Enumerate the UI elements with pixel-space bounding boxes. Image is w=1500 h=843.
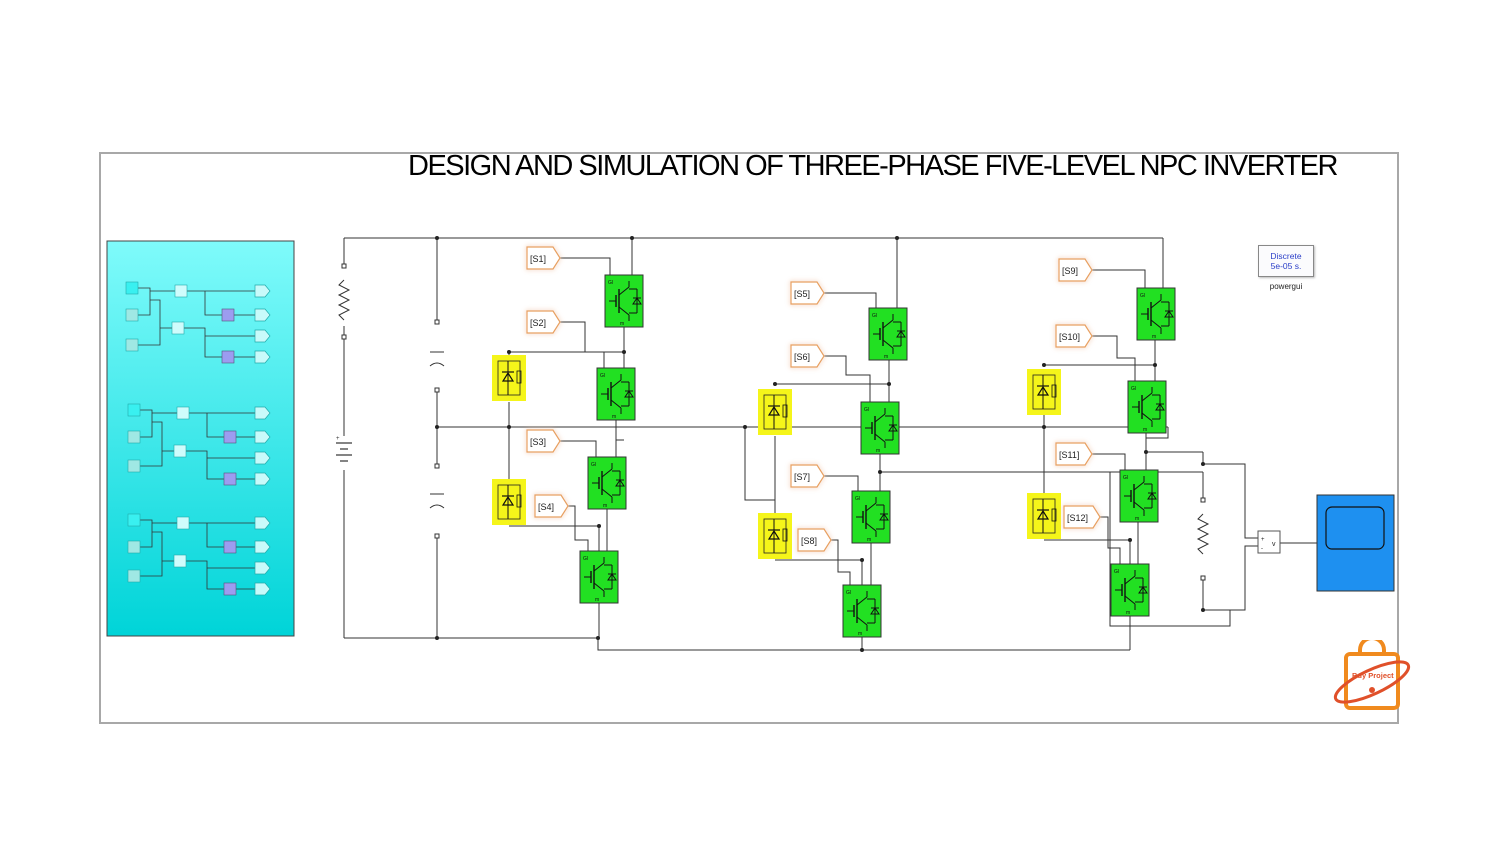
powergui-label: powergui	[1269, 282, 1303, 291]
igbt-s2[interactable]	[596, 367, 636, 421]
tag-s11[interactable]: [S11]	[1055, 442, 1093, 466]
dc-link-capacitor-lower[interactable]	[429, 463, 445, 539]
tag-s10[interactable]: [S10]	[1055, 324, 1093, 348]
tag-s7[interactable]: [S7]	[790, 464, 825, 488]
svg-text:[S1]: [S1]	[530, 254, 546, 264]
tag-s8[interactable]: [S8]	[797, 528, 832, 552]
igbt-s12[interactable]	[1110, 563, 1150, 617]
clamp-diode-b-upper[interactable]	[757, 388, 793, 436]
load-resistor[interactable]	[1196, 497, 1210, 581]
tag-s1[interactable]: [S1]	[526, 246, 561, 270]
svg-text:[S5]: [S5]	[794, 289, 810, 299]
tag-s9[interactable]: [S9]	[1058, 258, 1093, 282]
dc-link-capacitor-upper[interactable]	[429, 319, 445, 393]
clamp-diode-a-lower[interactable]	[491, 478, 527, 526]
svg-text:Buy Project: Buy Project	[1352, 671, 1394, 680]
svg-text:[S6]: [S6]	[794, 352, 810, 362]
igbt-s8[interactable]	[842, 584, 882, 638]
tag-s4[interactable]: [S4]	[534, 494, 569, 518]
svg-text:[S7]: [S7]	[794, 472, 810, 482]
tag-s12[interactable]: [S12]	[1063, 505, 1101, 529]
powergui-mode: Discrete	[1270, 251, 1302, 261]
svg-text:-: -	[1261, 546, 1263, 552]
clamp-diode-c-lower[interactable]	[1026, 492, 1062, 540]
tag-s3[interactable]: [S3]	[526, 429, 561, 453]
igbt-s6[interactable]	[860, 401, 900, 455]
gate-pulse-subsystem[interactable]	[106, 240, 295, 637]
tag-s5[interactable]: [S5]	[790, 281, 825, 305]
svg-text:[S3]: [S3]	[530, 437, 546, 447]
svg-text:v: v	[1272, 541, 1276, 548]
svg-text:[S10]: [S10]	[1059, 332, 1080, 342]
svg-text:[S2]: [S2]	[530, 318, 546, 328]
svg-text:+: +	[1261, 537, 1265, 543]
svg-text:+: +	[336, 436, 340, 442]
powergui-step: 5e-05 s.	[1270, 261, 1302, 271]
wiring	[343, 237, 1317, 651]
igbt-s4[interactable]	[579, 550, 619, 604]
igbt-s10[interactable]	[1127, 380, 1167, 434]
svg-text:[S4]: [S4]	[538, 502, 554, 512]
page-title: DESIGN AND SIMULATION OF THREE-PHASE FIV…	[408, 150, 1338, 182]
tag-s6[interactable]: [S6]	[790, 344, 825, 368]
buy-project-logo: Buy Project	[1333, 640, 1411, 710]
clamp-diode-a-upper[interactable]	[491, 354, 527, 402]
igbt-s7[interactable]	[851, 490, 891, 544]
igbt-s9[interactable]	[1136, 287, 1176, 341]
dc-resistor[interactable]	[337, 263, 351, 340]
igbt-s1[interactable]	[604, 274, 644, 328]
tag-s2[interactable]: [S2]	[526, 310, 561, 334]
powergui-block[interactable]: Discrete 5e-05 s.	[1258, 245, 1314, 277]
svg-text:[S11]: [S11]	[1059, 450, 1079, 460]
svg-text:[S8]: [S8]	[801, 536, 817, 546]
clamp-diode-b-lower[interactable]	[757, 512, 793, 560]
dc-voltage-source[interactable]: +	[336, 436, 352, 462]
igbt-s11[interactable]	[1119, 469, 1159, 523]
igbt-s5[interactable]	[868, 307, 908, 361]
voltage-measurement-block[interactable]: + - v	[1257, 530, 1281, 554]
scope-block[interactable]	[1316, 494, 1395, 592]
model-canvas-frame	[99, 152, 1399, 724]
clamp-diode-c-upper[interactable]	[1026, 368, 1062, 416]
svg-text:[S12]: [S12]	[1067, 513, 1088, 523]
igbt-s3[interactable]	[587, 456, 627, 510]
svg-text:[S9]: [S9]	[1062, 266, 1078, 276]
